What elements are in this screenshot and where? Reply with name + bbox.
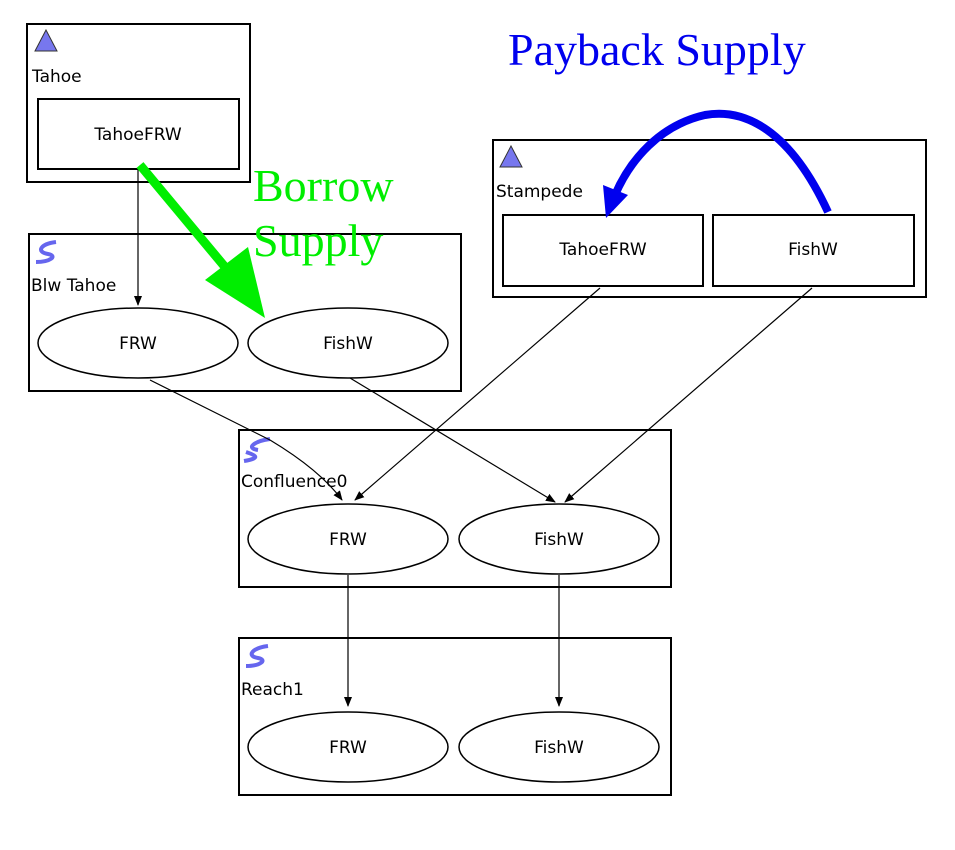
group-label: Confluence0 xyxy=(241,472,347,492)
group-label: Tahoe xyxy=(31,67,82,87)
node-stampede-tahoefrw[interactable]: TahoeFRW xyxy=(502,214,704,287)
node-label: TahoeFRW xyxy=(558,240,647,260)
node-label: FRW xyxy=(329,530,367,550)
node-stampede-fishw[interactable]: FishW xyxy=(712,214,915,287)
node-label: FishW xyxy=(323,334,373,354)
group-reach1[interactable]: Reach1 FRW FishW xyxy=(238,637,672,796)
node-label: FishW xyxy=(788,240,838,260)
group-confluence0[interactable]: Confluence0 FRW FishW xyxy=(238,429,672,588)
node-label: FRW xyxy=(329,738,367,758)
reach-icon xyxy=(35,240,57,264)
node-reach1-fishw[interactable]: FishW xyxy=(458,711,660,783)
group-label: Stampede xyxy=(496,182,583,202)
node-reach1-frw[interactable]: FRW xyxy=(247,711,449,783)
group-blw-tahoe[interactable]: Blw Tahoe FRW FishW xyxy=(28,233,462,392)
node-confluence-fishw[interactable]: FishW xyxy=(458,503,660,575)
borrow-label-line2: Supply xyxy=(253,215,383,266)
node-blw-fishw[interactable]: FishW xyxy=(247,307,449,379)
payback-arrow-arc xyxy=(611,109,832,214)
node-confluence-frw[interactable]: FRW xyxy=(247,503,449,575)
confluence-icon xyxy=(243,437,271,463)
edge xyxy=(354,287,601,501)
node-label: FishW xyxy=(534,738,584,758)
group-label: Reach1 xyxy=(241,680,304,700)
payback-arrowhead-icon xyxy=(603,185,628,218)
group-label: Blw Tahoe xyxy=(31,276,116,296)
node-label: TahoeFRW xyxy=(93,125,182,145)
payback-supply-annotation: Payback Supply xyxy=(508,24,832,218)
edge xyxy=(349,377,556,503)
group-stampede[interactable]: Stampede TahoeFRW FishW xyxy=(492,139,927,298)
payback-label: Payback Supply xyxy=(508,24,806,75)
edges xyxy=(134,169,813,707)
node-label: FishW xyxy=(534,530,584,550)
edge xyxy=(564,287,813,503)
node-tahoe-tahoefrw[interactable]: TahoeFRW xyxy=(37,98,240,170)
node-label: FRW xyxy=(119,334,157,354)
edge xyxy=(149,379,343,501)
reservoir-triangle-icon xyxy=(34,28,58,52)
reach-icon xyxy=(245,644,269,668)
borrow-arrowhead-icon xyxy=(205,247,265,318)
borrow-supply-annotation: Borrow Supply xyxy=(136,160,394,318)
node-blw-frw[interactable]: FRW xyxy=(37,307,239,379)
group-tahoe[interactable]: Tahoe TahoeFRW xyxy=(26,23,251,183)
borrow-label-line1: Borrow xyxy=(253,160,394,211)
borrow-arrow-shaft xyxy=(136,162,244,288)
reservoir-triangle-icon xyxy=(499,144,523,168)
